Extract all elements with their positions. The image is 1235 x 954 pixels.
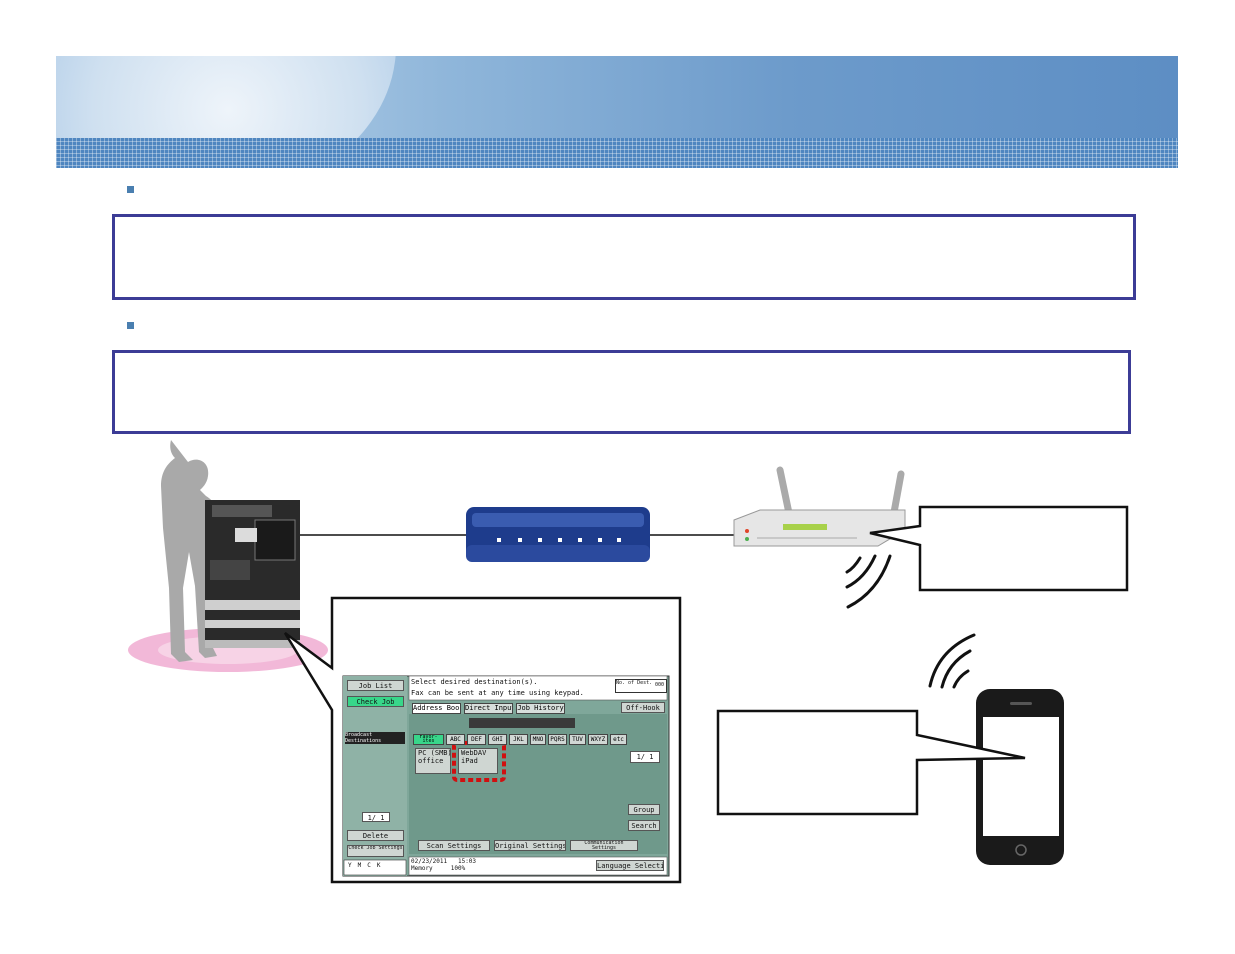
check-job-settings-button[interactable]: Check Job Settings	[347, 845, 404, 857]
scan-settings-button[interactable]: Scan Settings	[418, 840, 490, 851]
network-hub-icon	[466, 507, 650, 562]
text-box-1	[112, 214, 1136, 300]
communication-settings-button[interactable]: Communication Settings	[570, 840, 638, 851]
tab-direct-input[interactable]: Direct Input	[464, 703, 513, 714]
page-indicator-right: 1/ 1	[630, 751, 660, 763]
destination-webdav-line1: WebDAV	[461, 749, 487, 757]
off-hook-button[interactable]: Off-Hook	[621, 702, 665, 713]
text-box-2	[112, 350, 1131, 434]
smartphone-icon	[976, 689, 1064, 865]
job-list-button[interactable]: Job List	[347, 680, 404, 691]
status-date: 02/23/2011	[411, 858, 448, 865]
no-of-dest-value: 000	[654, 682, 664, 688]
index-abc[interactable]: ABC	[446, 734, 465, 745]
fax-hint-message: Fax can be sent at any time using keypad…	[411, 689, 584, 697]
language-selection-button[interactable]: Language Selection	[596, 860, 664, 871]
tab-address-book[interactable]: Address Book	[412, 703, 461, 714]
destination-pc-smb-line1: PC (SMB)	[418, 749, 451, 757]
index-mno[interactable]: MNO	[530, 734, 546, 745]
destination-pc-smb[interactable]: PC (SMB) office	[415, 748, 451, 774]
no-of-dest-label: No. of Dest.	[616, 680, 653, 686]
delete-button[interactable]: Delete	[347, 830, 404, 841]
check-job-button[interactable]: Check Job	[347, 696, 404, 707]
toner-k: K	[376, 862, 381, 869]
router-callout	[869, 505, 1129, 592]
select-destination-message: Select desired destination(s).	[411, 678, 538, 686]
index-wxyz[interactable]: WXYZ	[588, 734, 608, 745]
wifi-waves-icon-phone	[928, 633, 976, 689]
wifi-waves-icon	[845, 554, 892, 609]
destination-webdav-ipad[interactable]: WebDAV iPad	[458, 748, 498, 774]
status-date-memory: 02/23/2011 15:03 Memory 100%	[411, 858, 476, 872]
banner-grid	[56, 138, 1178, 168]
status-time: 15:03	[457, 858, 477, 865]
mfp-printer-icon	[205, 500, 300, 648]
index-favorites[interactable]: Favor- ites	[413, 734, 444, 745]
toner-m: M	[357, 862, 362, 869]
group-button[interactable]: Group	[628, 804, 660, 815]
index-tuv[interactable]: TUV	[569, 734, 586, 745]
index-pqrs[interactable]: PQRS	[548, 734, 567, 745]
toner-c: C	[367, 862, 371, 869]
destination-pc-smb-line2: office	[418, 757, 444, 765]
original-settings-button[interactable]: Original Settings	[494, 840, 566, 851]
toner-indicator: Y M C K	[348, 862, 404, 873]
toner-y: Y	[348, 862, 352, 869]
tab-job-history[interactable]: Job History	[516, 703, 565, 714]
destination-webdav-line2: iPad	[461, 757, 478, 765]
phone-callout	[716, 709, 1026, 816]
ipad-highlight	[452, 741, 506, 782]
index-jkl[interactable]: JKL	[509, 734, 528, 745]
bullet-1	[127, 186, 134, 193]
bullet-2	[127, 322, 134, 329]
header-banner	[56, 56, 1178, 168]
broadcast-destinations-label: Broadcast Destinations	[345, 732, 405, 744]
status-memory-label: Memory	[411, 865, 433, 872]
no-of-dest-box: No. of Dest. 000	[615, 679, 667, 693]
status-memory-value: 100%	[450, 865, 466, 872]
index-etc[interactable]: etc	[610, 734, 627, 745]
index-def[interactable]: DEF	[467, 734, 486, 745]
index-ghi[interactable]: GHI	[488, 734, 507, 745]
page-indicator-left: 1/ 1	[362, 812, 390, 822]
wireless-router-icon	[733, 466, 906, 547]
search-button[interactable]: Search	[628, 820, 660, 831]
